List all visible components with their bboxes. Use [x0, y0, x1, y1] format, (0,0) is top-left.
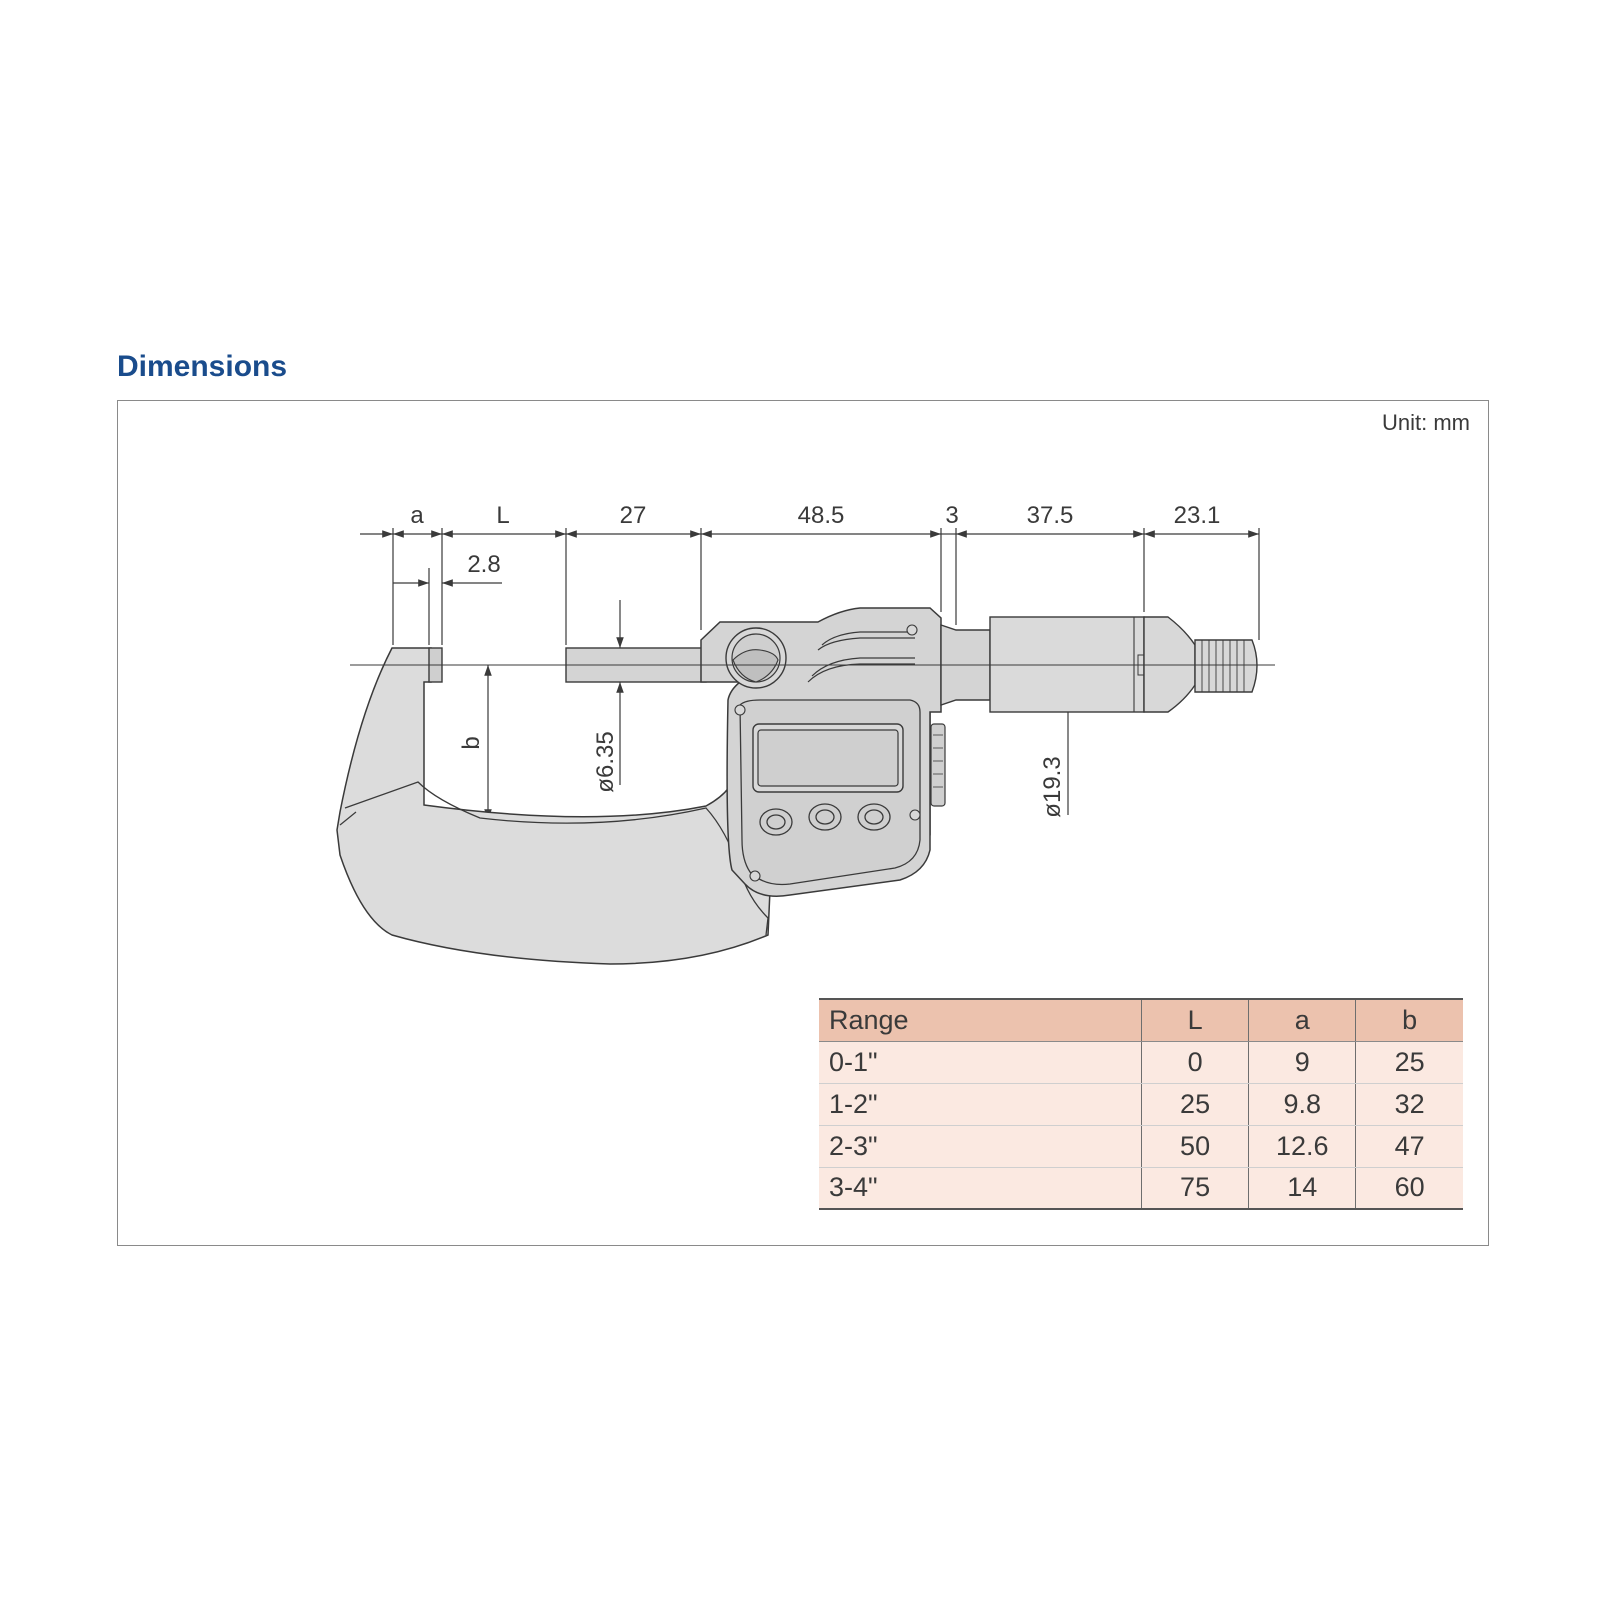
table-cell: 12.6: [1248, 1125, 1356, 1168]
table-cell: 9.8: [1248, 1083, 1356, 1126]
dim-spindle-length: 27: [620, 502, 647, 529]
table-cell: 60: [1355, 1167, 1463, 1210]
housing-screws: [734, 624, 921, 882]
table-cell: 25: [1140, 1083, 1249, 1126]
table-row: 3-4" 75 14 60: [819, 1167, 1463, 1210]
table-header: a: [1248, 998, 1356, 1042]
dim-a: a: [410, 502, 424, 529]
table-cell: 50: [1140, 1125, 1249, 1168]
table-header: b: [1355, 998, 1463, 1042]
drawing-frame: [117, 400, 1489, 1246]
table-cell: 75: [1140, 1167, 1249, 1210]
display-buttons: [759, 803, 891, 836]
table-cell: 0: [1140, 1041, 1249, 1084]
dim-sleeve-length: 37.5: [1027, 502, 1074, 529]
extension-lines: [392, 528, 1260, 645]
dim-tip: 2.8: [467, 551, 500, 578]
unit-label: Unit: mm: [1382, 410, 1470, 435]
dim-thimble-diameter: ø19.3: [1039, 756, 1066, 817]
table-cell: 3-4": [819, 1167, 1142, 1210]
table-row: 0-1" 0 9 25: [819, 1041, 1463, 1084]
table-cell: 14: [1248, 1167, 1356, 1210]
table-cell: 1-2": [819, 1083, 1142, 1126]
display-housing: [700, 607, 946, 897]
dim-frame-length: 48.5: [798, 502, 845, 529]
table-row: 2-3" 50 12.6 47: [819, 1125, 1463, 1168]
table-header: L: [1140, 998, 1249, 1042]
dim-gap: 3: [945, 502, 958, 529]
dim-L: L: [496, 502, 509, 529]
dim-ratchet-length: 23.1: [1174, 502, 1221, 529]
table-row: 1-2" 25 9.8 32: [819, 1083, 1463, 1126]
dimension-table: Range L a b 0-1" 0 9 25 1-2" 25 9.8 32 2…: [819, 998, 1463, 1210]
table-header-row: Range L a b: [819, 998, 1463, 1042]
table-cell: 9: [1248, 1041, 1356, 1084]
table-cell: 47: [1355, 1125, 1463, 1168]
dim-spindle-diameter: ø6.35: [592, 731, 619, 792]
table-cell: 32: [1355, 1083, 1463, 1126]
table-cell: 25: [1355, 1041, 1463, 1084]
dim-b: b: [458, 736, 485, 749]
section-title: Dimensions: [117, 350, 288, 383]
table-header: Range: [819, 998, 1142, 1042]
table-cell: 2-3": [819, 1125, 1142, 1168]
table-cell: 0-1": [819, 1041, 1142, 1084]
